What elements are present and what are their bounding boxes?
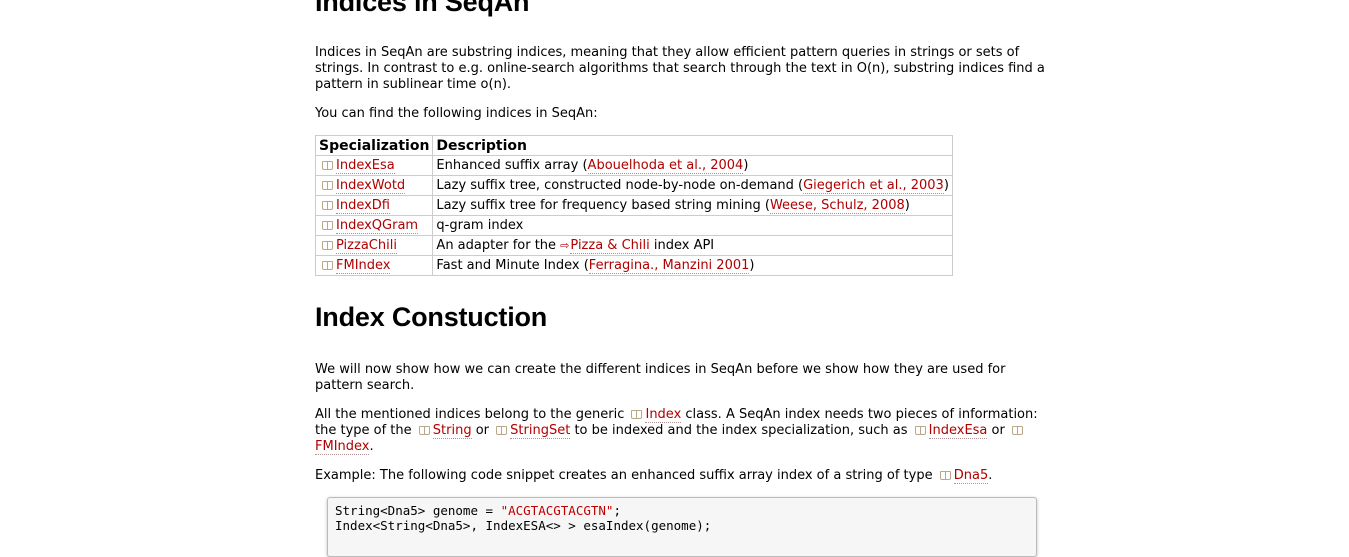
ref-link-pizza-chili[interactable]: Pizza & Chili bbox=[570, 237, 650, 254]
book-icon bbox=[322, 180, 333, 190]
table-row: IndexEsa Enhanced suffix array (Abouelho… bbox=[314, 155, 953, 176]
spec-link-pizzachili[interactable]: PizzaChili bbox=[336, 237, 397, 254]
table-row: IndexQGram q-gram index bbox=[314, 215, 953, 236]
example-paragraph: Example: The following code snippet crea… bbox=[315, 468, 1045, 484]
text: or bbox=[471, 423, 494, 438]
spec-link-fmindex[interactable]: FMIndex bbox=[336, 257, 391, 274]
code-text: String<Dna5> genome = bbox=[335, 503, 501, 518]
text: All the mentioned indices belong to the … bbox=[315, 407, 629, 422]
external-link-icon: ⇨ bbox=[560, 238, 570, 252]
table-row: FMIndex Fast and Minute Index (Ferragina… bbox=[314, 255, 953, 276]
desc-text: Enhanced suffix array ( bbox=[436, 157, 588, 173]
table-row: IndexDfi Lazy suffix tree for frequency … bbox=[314, 195, 953, 216]
desc-text: An adapter for the bbox=[436, 237, 561, 253]
desc-cell: Lazy suffix tree, constructed node-by-no… bbox=[432, 175, 953, 196]
spec-cell: FMIndex bbox=[314, 255, 434, 276]
book-icon bbox=[322, 260, 333, 270]
table-row: IndexWotd Lazy suffix tree, constructed … bbox=[314, 175, 953, 196]
code-string-literal: "ACGTACGTACGTN" bbox=[500, 503, 614, 518]
link-string[interactable]: String bbox=[432, 423, 472, 439]
spec-link-indexqgram[interactable]: IndexQGram bbox=[336, 217, 419, 234]
spec-link-indexdfi[interactable]: IndexDfi bbox=[336, 197, 390, 214]
desc-text: ) bbox=[904, 197, 910, 213]
desc-text: ) bbox=[749, 257, 755, 273]
table-row: PizzaChili An adapter for the ⇨Pizza & C… bbox=[314, 235, 953, 256]
link-indexesa[interactable]: IndexEsa bbox=[928, 423, 988, 439]
text: Example: The following code snippet crea… bbox=[315, 468, 937, 483]
book-icon bbox=[322, 200, 333, 210]
ref-link[interactable]: Weese, Schulz, 2008 bbox=[769, 197, 905, 214]
book-icon bbox=[322, 240, 333, 250]
ref-link[interactable]: Giegerich et al., 2003 bbox=[803, 177, 944, 194]
text: or bbox=[987, 423, 1009, 438]
desc-text: Lazy suffix tree for frequency based str… bbox=[436, 197, 770, 213]
desc-cell: Fast and Minute Index (Ferragina., Manzi… bbox=[432, 255, 953, 276]
desc-text: ) bbox=[943, 177, 949, 193]
code-line-2: Index<String<Dna5>, IndexESA<> > esaInde… bbox=[335, 518, 712, 533]
ref-link[interactable]: Ferragina., Manzini 2001 bbox=[588, 257, 750, 274]
book-icon bbox=[322, 160, 333, 170]
book-icon bbox=[631, 410, 643, 419]
book-icon bbox=[1011, 426, 1023, 435]
spec-link-indexwotd[interactable]: IndexWotd bbox=[336, 177, 406, 194]
spec-cell: IndexQGram bbox=[314, 215, 434, 236]
table-header-row: Specialization Description bbox=[314, 135, 953, 156]
link-stringset[interactable]: StringSet bbox=[510, 423, 571, 439]
desc-cell: Enhanced suffix array (Abouelhoda et al.… bbox=[432, 155, 953, 176]
section-heading-indices: Indices in SeqAn bbox=[315, 0, 530, 17]
link-fmindex[interactable]: FMIndex bbox=[315, 439, 370, 455]
text: . bbox=[988, 468, 993, 483]
table-lead-paragraph: You can find the following indices in Se… bbox=[315, 106, 598, 121]
code-block: String<Dna5> genome = "ACGTACGTACGTN"; I… bbox=[327, 497, 1037, 557]
spec-cell: IndexEsa bbox=[314, 155, 434, 176]
header-description: Description bbox=[432, 135, 953, 156]
text: class. A SeqAn index needs two pieces of… bbox=[315, 407, 1038, 438]
link-index[interactable]: Index bbox=[645, 407, 682, 423]
desc-cell: q-gram index bbox=[432, 215, 953, 236]
spec-link-indexesa[interactable]: IndexEsa bbox=[336, 157, 395, 174]
construction-intro-paragraph: We will now show how we can create the d… bbox=[315, 362, 1006, 393]
spec-cell: IndexDfi bbox=[314, 195, 434, 216]
desc-text: Lazy suffix tree, constructed node-by-no… bbox=[436, 177, 804, 193]
section-heading-construction: Index Constuction bbox=[315, 302, 548, 332]
link-dna5[interactable]: Dna5 bbox=[953, 468, 989, 484]
desc-cell: Lazy suffix tree for frequency based str… bbox=[432, 195, 953, 216]
desc-text: index API bbox=[649, 237, 715, 253]
spec-cell: IndexWotd bbox=[314, 175, 434, 196]
book-icon bbox=[418, 426, 430, 435]
desc-text: q-gram index bbox=[436, 217, 524, 233]
book-icon bbox=[496, 426, 508, 435]
index-class-paragraph: All the mentioned indices belong to the … bbox=[315, 407, 1045, 455]
book-icon bbox=[914, 426, 926, 435]
header-specialization: Specialization bbox=[314, 135, 434, 156]
intro-paragraph: Indices in SeqAn are substring indices, … bbox=[315, 45, 1045, 92]
ref-link[interactable]: Abouelhoda et al., 2004 bbox=[587, 157, 744, 174]
book-icon bbox=[322, 220, 333, 230]
desc-cell: An adapter for the ⇨Pizza & Chili index … bbox=[432, 235, 953, 256]
text: to be indexed and the index specializati… bbox=[570, 423, 912, 438]
code-text: ; bbox=[613, 503, 621, 518]
code-line-1: String<Dna5> genome = "ACGTACGTACGTN"; bbox=[335, 503, 1029, 518]
book-icon bbox=[939, 471, 951, 480]
text: . bbox=[369, 439, 374, 454]
desc-text: ) bbox=[743, 157, 749, 173]
spec-cell: PizzaChili bbox=[314, 235, 434, 256]
desc-text: Fast and Minute Index ( bbox=[436, 257, 589, 273]
indices-table: Specialization Description IndexEsa Enha… bbox=[314, 135, 953, 276]
